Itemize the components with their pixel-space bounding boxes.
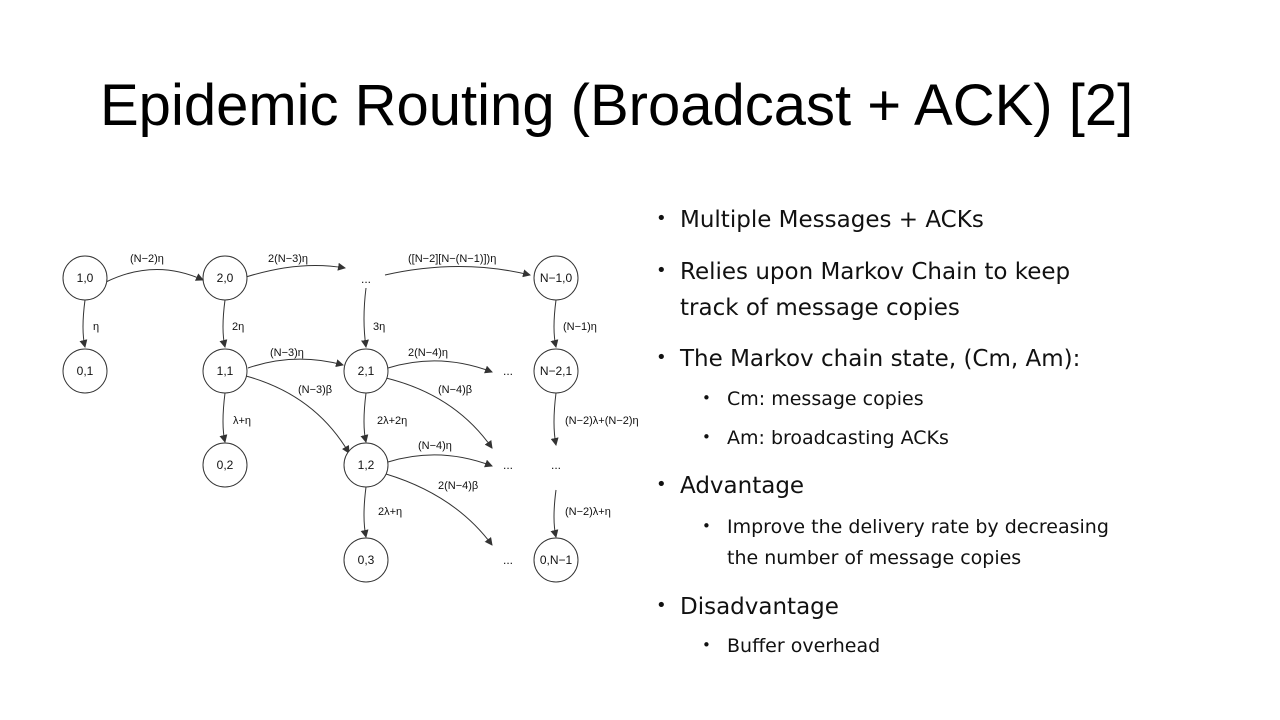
sub-bullet-buffer: Buffer overhead — [727, 635, 881, 657]
edge-label-10-01: η — [93, 321, 99, 333]
svg-text:0,2: 0,2 — [217, 458, 234, 472]
edge-labels: (N−2)η 2(N−3)η ([N−2][N−(N−1)])η η 2η 3η… — [93, 253, 639, 518]
node-1-0: 1,0 — [62, 255, 108, 301]
node-N-2-1: N−2,1 — [533, 348, 579, 394]
edge-dots-21 — [361, 287, 369, 348]
node-0-1: 0,1 — [62, 348, 108, 394]
svg-text:1,1: 1,1 — [217, 364, 234, 378]
sub-bullet-cm: Cm: message copies — [727, 388, 924, 410]
bullet-markov-chain: Relies upon Markov Chain to keep — [680, 259, 1071, 285]
bullet-chain-state: The Markov chain state, (Cm, Am): — [680, 346, 1081, 372]
node-0-N-1: 0,N−1 — [533, 537, 579, 583]
slide-title: Epidemic Routing (Broadcast + ACK) [2] — [100, 73, 1134, 138]
ellipsis-row3: ... — [503, 553, 513, 567]
svg-text:1,0: 1,0 — [77, 271, 94, 285]
edge-label-N21-down: (N−2)λ+(N−2)η — [565, 415, 639, 427]
edge-label-12-dots: (N−4)η — [418, 440, 452, 452]
ellipsis-row1: ... — [503, 364, 513, 378]
edge-20-11 — [219, 299, 228, 348]
edge-label-21-dots: 2(N−4)η — [408, 347, 448, 359]
ellipsis-row2-b: ... — [551, 458, 561, 472]
edge-21-diag — [385, 377, 493, 449]
edge-20-dots — [245, 262, 346, 278]
edge-N10-N21 — [550, 299, 559, 348]
svg-text:2,0: 2,0 — [217, 271, 234, 285]
svg-text:1,2: 1,2 — [358, 458, 375, 472]
edge-down-0N1 — [550, 489, 559, 538]
edge-label-N10-N21: (N−1)η — [563, 321, 597, 333]
markov-chain-diagram: (N−2)η 2(N−3)η ([N−2][N−(N−1)])η η 2η 3η… — [62, 253, 639, 583]
edge-label-21-12: 2λ+2η — [377, 415, 407, 427]
edge-label-20-11: 2η — [232, 321, 244, 333]
edge-label-20-dots: 2(N−3)η — [268, 253, 308, 265]
edge-21-dots — [387, 360, 493, 374]
edge-N21-down — [550, 392, 559, 446]
bullet-advantage: Advantage — [680, 473, 805, 499]
edge-label-dots-N10: ([N−2][N−(N−1)])η — [408, 253, 496, 265]
node-2-1: 2,1 — [343, 348, 389, 394]
edge-11-02 — [219, 392, 228, 443]
sub-bullet-dot: • — [702, 517, 711, 535]
edge-label-21-diag: (N−4)β — [438, 384, 472, 396]
edge-label-10-20: (N−2)η — [130, 253, 164, 265]
edge-label-dots-21: 3η — [373, 321, 385, 333]
bullet-multiple-messages: Multiple Messages + ACKs — [680, 207, 984, 233]
edge-label-11-21: (N−3)η — [270, 347, 304, 359]
edge-11-12 — [245, 375, 350, 454]
node-0-3: 0,3 — [343, 537, 389, 583]
ellipsis-row2-a: ... — [503, 458, 513, 472]
edge-12-03 — [360, 486, 369, 538]
node-N-1-0: N−1,0 — [533, 255, 579, 301]
sub-bullet-dot: • — [702, 389, 711, 407]
edge-label-12-03: 2λ+η — [378, 506, 402, 518]
sub-bullet-improve: Improve the delivery rate by decreasing — [727, 516, 1109, 538]
edges — [79, 262, 559, 546]
svg-text:N−1,0: N−1,0 — [540, 271, 573, 285]
edge-label-down-0N1: (N−2)λ+η — [565, 506, 611, 518]
svg-text:0,3: 0,3 — [358, 553, 375, 567]
node-1-1: 1,1 — [202, 348, 248, 394]
edge-label-12-diag: 2(N−4)β — [438, 480, 478, 492]
edge-dots-N10 — [384, 266, 531, 278]
ellipsis-top: ... — [361, 272, 371, 286]
edge-21-12 — [360, 392, 369, 443]
node-1-2: 1,2 — [343, 442, 389, 488]
sub-bullet-improve-cont: the number of message copies — [727, 547, 1022, 569]
sub-bullet-dot: • — [702, 636, 711, 654]
edge-label-11-02: λ+η — [233, 415, 251, 427]
node-0-2: 0,2 — [202, 442, 248, 488]
edge-10-01 — [79, 299, 88, 348]
edge-12-diag — [385, 473, 493, 546]
svg-text:0,N−1: 0,N−1 — [540, 553, 573, 567]
edge-10-20 — [105, 269, 204, 283]
bullet-disadvantage: Disadvantage — [680, 594, 839, 620]
ellipses: ... ... ... ... ... — [361, 272, 561, 567]
edge-label-11-12: (N−3)β — [298, 384, 332, 396]
svg-text:2,1: 2,1 — [358, 364, 375, 378]
bullet-markov-chain-cont: track of message copies — [680, 295, 960, 321]
edge-11-21 — [247, 358, 344, 369]
node-2-0: 2,0 — [202, 255, 248, 301]
sub-bullet-am: Am: broadcasting ACKs — [727, 427, 949, 449]
edge-12-dots — [387, 454, 493, 468]
svg-text:0,1: 0,1 — [77, 364, 94, 378]
sub-bullet-dot: • — [702, 428, 711, 446]
svg-text:N−2,1: N−2,1 — [540, 364, 573, 378]
